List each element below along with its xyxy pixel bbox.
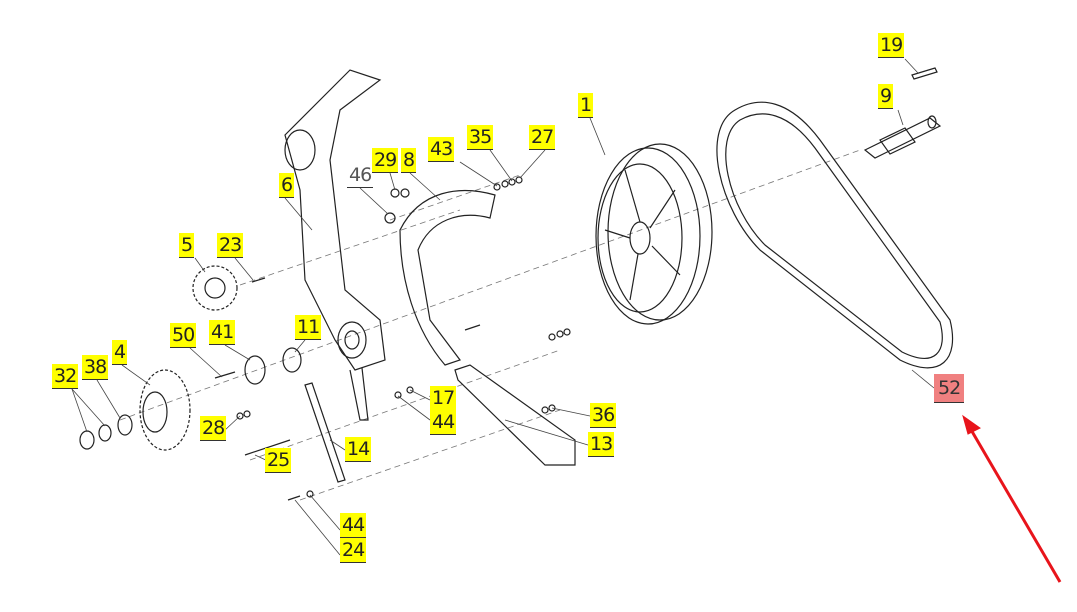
part-label-43[interactable]: 43	[428, 137, 455, 162]
arm-part-6	[284, 69, 386, 421]
part-label-25[interactable]: 25	[265, 448, 292, 473]
part-label-32[interactable]: 32	[52, 364, 79, 389]
belt-part-52	[716, 101, 954, 369]
part-label-23[interactable]: 23	[217, 233, 244, 258]
part-label-52-selected[interactable]: 52	[934, 374, 965, 403]
strap-part-14	[304, 382, 346, 483]
bracket-part-13	[454, 364, 576, 466]
part-label-13[interactable]: 13	[588, 432, 615, 457]
part-label-44-lower[interactable]: 44	[340, 513, 367, 538]
shaft-part-9	[863, 115, 942, 159]
part-label-9[interactable]: 9	[878, 84, 894, 109]
part-label-41[interactable]: 41	[209, 320, 236, 345]
part-label-5[interactable]: 5	[179, 233, 195, 258]
pulley-part-1	[595, 143, 713, 325]
part-label-28[interactable]: 28	[200, 416, 227, 441]
part-label-6[interactable]: 6	[279, 173, 295, 198]
pin-part-19	[911, 67, 938, 80]
part-label-11[interactable]: 11	[295, 315, 322, 340]
part-label-24[interactable]: 24	[340, 538, 367, 563]
part-label-35[interactable]: 35	[467, 125, 494, 150]
part-label-27[interactable]: 27	[529, 125, 556, 150]
part-label-19[interactable]: 19	[878, 33, 905, 58]
part-label-46[interactable]: 46	[347, 164, 374, 188]
part-label-38[interactable]: 38	[82, 355, 109, 380]
part-label-17[interactable]: 17	[430, 386, 457, 411]
part-label-50[interactable]: 50	[170, 323, 197, 348]
sprocket-part-5	[192, 265, 238, 311]
part-label-1[interactable]: 1	[578, 93, 594, 118]
small-parts	[79, 176, 571, 501]
sprocket-part-4	[139, 369, 191, 451]
part-label-44[interactable]: 44	[430, 410, 457, 435]
part-label-36[interactable]: 36	[590, 403, 617, 428]
part-label-8[interactable]: 8	[401, 148, 417, 173]
part-label-14[interactable]: 14	[345, 437, 372, 462]
part-label-4[interactable]: 4	[112, 340, 128, 365]
part-label-29[interactable]: 29	[372, 148, 399, 173]
leader-lines	[71, 58, 935, 556]
red-arrow-pointer	[962, 414, 1062, 583]
guard-part-8	[399, 190, 496, 366]
